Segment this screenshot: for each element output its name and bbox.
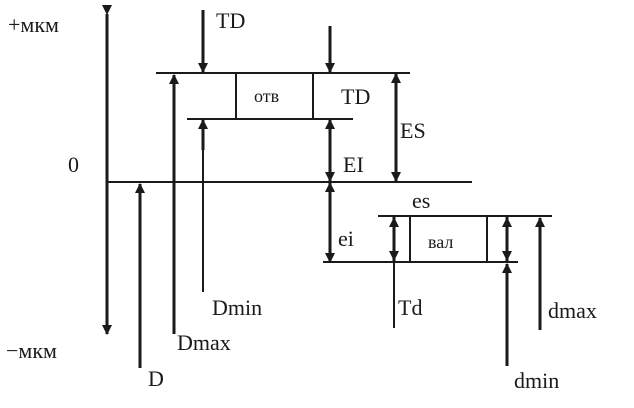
ei-label: ei — [338, 226, 354, 251]
minus-mkm-label: −мкм — [6, 338, 57, 363]
dmax-label: dmax — [548, 298, 597, 323]
Dmin-label: Dmin — [212, 295, 262, 320]
Dmax-label: Dmax — [177, 330, 231, 355]
EI-label: EI — [343, 152, 364, 177]
TD-right-label: TD — [341, 84, 370, 109]
zero-label: 0 — [68, 152, 79, 177]
D-label: D — [148, 366, 164, 391]
shaft-box-label: вал — [428, 232, 453, 252]
TD-top-label: TD — [216, 8, 245, 33]
es-label: es — [412, 188, 430, 213]
hole-box-label: отв — [254, 86, 279, 106]
Td-label: Td — [398, 295, 422, 320]
ES-label: ES — [400, 118, 426, 143]
plus-mkm-label: +мкм — [8, 12, 59, 37]
dmin-label: dmin — [514, 368, 559, 393]
